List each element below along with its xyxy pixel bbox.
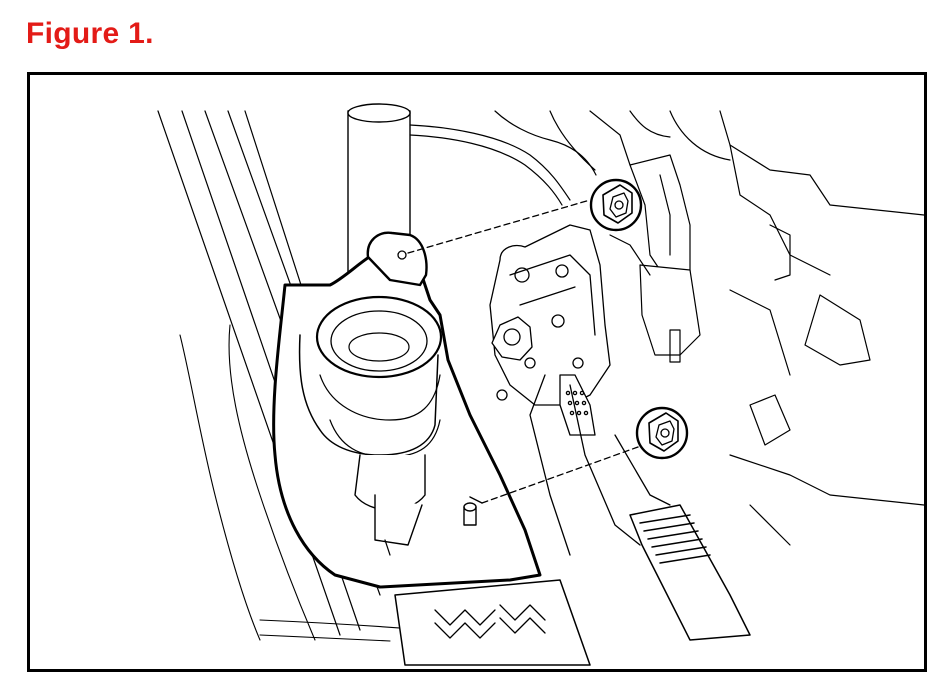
lever-holes (566, 391, 587, 414)
wiring-harness (410, 111, 596, 205)
right-body-structure (590, 111, 924, 545)
accelerator-pedal-pad (630, 505, 750, 640)
illustration-frame (27, 72, 927, 672)
pedal-bracket-assembly (490, 225, 670, 555)
nut-clip-icon (637, 408, 687, 458)
brake-pedal-pad (395, 580, 590, 665)
technical-illustration (30, 75, 924, 669)
callout-leaders (408, 200, 638, 503)
steering-boot-assembly (274, 245, 540, 587)
figure-title: Figure 1. (26, 17, 154, 50)
upper-mounting-tab (368, 233, 427, 285)
lower-mounting-stud (464, 497, 482, 525)
nut-clip-icon (591, 180, 641, 230)
